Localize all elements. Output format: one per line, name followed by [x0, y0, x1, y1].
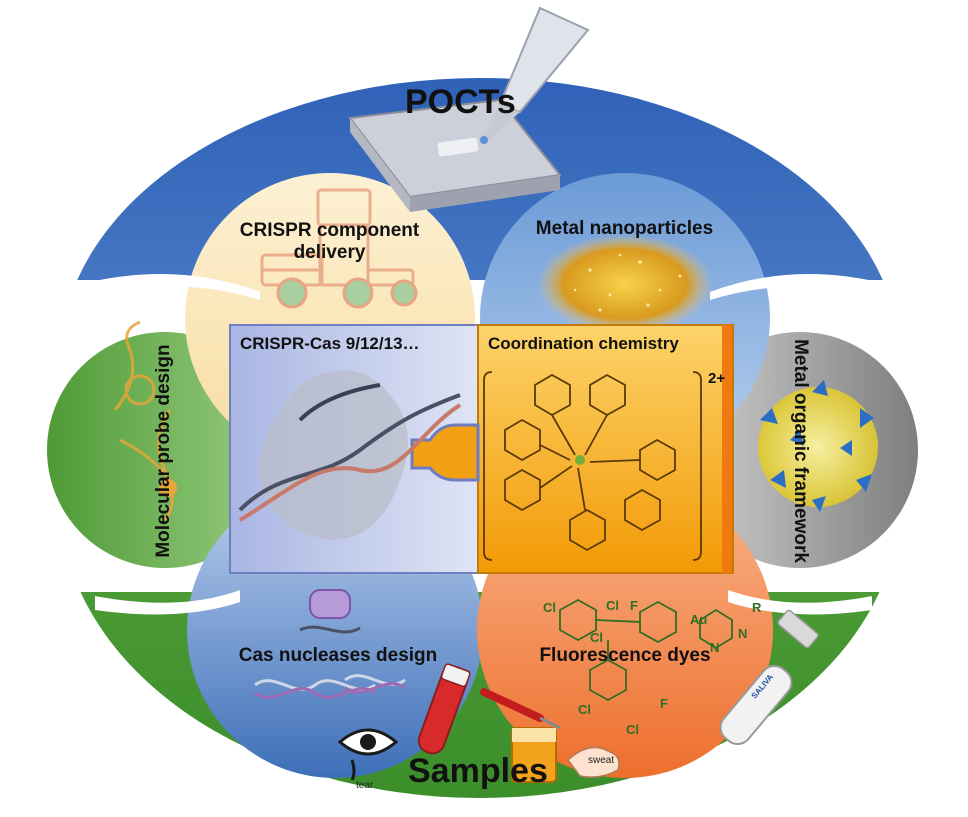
- eye-icon: [337, 728, 399, 781]
- chem-label-cl-5: Cl: [626, 722, 639, 737]
- mof-nodes: [760, 380, 874, 512]
- sweat-label: sweat: [588, 755, 615, 766]
- mof-sphere-icon: [758, 387, 878, 507]
- crispr-delivery-label: CRISPR component delivery: [239, 220, 420, 263]
- gold-nanoparticles-icon: [537, 234, 713, 334]
- molecular-probe-label: Molecular probe design: [153, 344, 174, 558]
- truck-icon: [260, 188, 415, 287]
- nanoparticle-sparkles: [573, 253, 682, 312]
- tear-label: tear: [356, 780, 374, 791]
- samples-title: Samples: [408, 752, 548, 790]
- chem-label-cl-4: Cl: [578, 702, 591, 717]
- chem-label-f-2: F: [660, 696, 668, 711]
- saliva-tube-icon: [719, 609, 819, 746]
- truck-wheels: [276, 277, 418, 309]
- probe-dot: [159, 479, 177, 497]
- chem-label-r: R: [752, 600, 762, 615]
- chem-label-au: Au: [690, 612, 708, 627]
- metal-nanoparticles-label: Metal nanoparticles: [535, 218, 714, 239]
- dna-helix-icon: [238, 383, 462, 522]
- chem-label-n-2: N: [710, 640, 720, 655]
- fluorescence-label: Fluorescence dyes: [539, 645, 711, 666]
- dropper-icon: [480, 688, 561, 730]
- coordination-complex-icon: [483, 371, 702, 561]
- chem-label-cl-3: Cl: [590, 630, 603, 645]
- chem-label-n-1: N: [738, 626, 748, 641]
- hand-icon: [566, 746, 620, 778]
- dye-structure-icon: [559, 598, 733, 702]
- pocts-title: POCTs: [405, 83, 516, 121]
- chem-label-f-1: F: [630, 598, 638, 613]
- chem-label-cl-2: Cl: [606, 598, 619, 613]
- test-tube-icon: [417, 663, 471, 755]
- charge-label: 2+: [708, 370, 726, 387]
- cas-protein-icon: [259, 370, 408, 540]
- cas-design-label: Cas nucleases design: [238, 645, 438, 666]
- crispr-cas-title: CRISPR-Cas 9/12/13…: [240, 334, 420, 353]
- puzzle-connector: [410, 423, 480, 482]
- dna-strands-icon: [254, 674, 406, 699]
- pipette-icon: [480, 6, 590, 144]
- cas-nuclease-icon: [299, 589, 361, 634]
- chem-label-cl-1: Cl: [543, 600, 556, 615]
- metal-center-icon: [575, 455, 585, 465]
- coordination-title: Coordination chemistry: [488, 334, 679, 353]
- mof-label: Metal organic framework: [790, 339, 811, 563]
- beaker-icon: [511, 727, 557, 783]
- poct-device-icon: [348, 98, 562, 212]
